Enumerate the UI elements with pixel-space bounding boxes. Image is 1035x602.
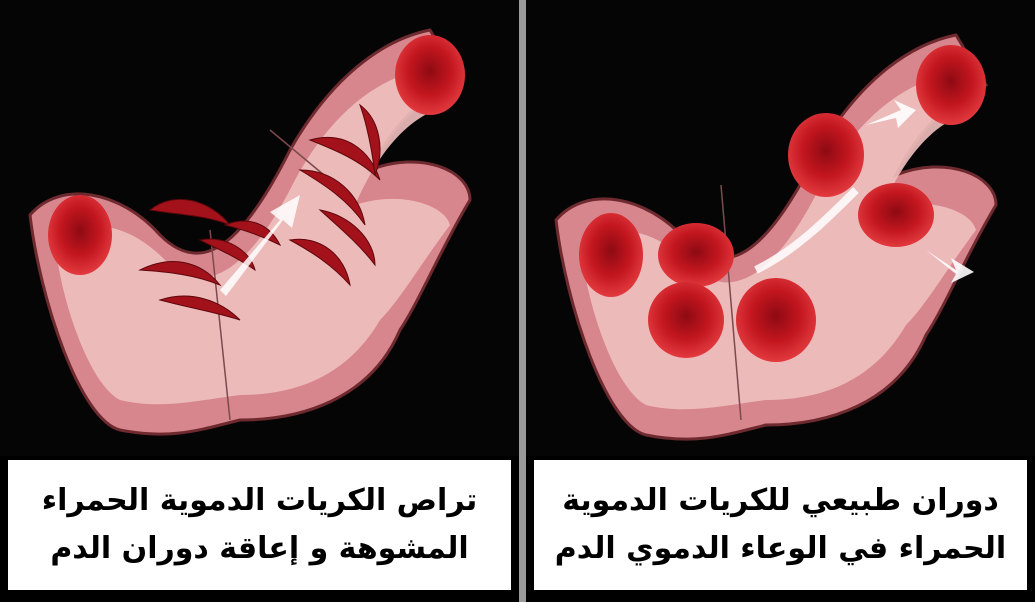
- red-blood-cell: [736, 278, 816, 362]
- red-blood-cell: [579, 213, 643, 297]
- caption-line: تراص الكريات الدموية الحمراء: [8, 477, 511, 525]
- caption-line: المشوهة و إعاقة دوران الدم: [8, 525, 511, 573]
- normal-vessel-illustration: [526, 0, 1035, 460]
- red-blood-cell: [858, 183, 934, 247]
- sickle-vessel-illustration: [0, 0, 519, 460]
- caption-line: الحمراء في الوعاء الدموي الدم: [534, 525, 1027, 573]
- red-blood-cell: [648, 282, 724, 358]
- caption-box: تراص الكريات الدموية الحمراء المشوهة و إ…: [8, 460, 511, 590]
- red-blood-cell: [916, 45, 986, 125]
- normal-flow-panel: دوران طبيعي للكريات الدموية الحمراء في ا…: [526, 0, 1035, 602]
- red-blood-cell: [658, 223, 734, 287]
- sickle-cell-panel: تراص الكريات الدموية الحمراء المشوهة و إ…: [0, 0, 519, 602]
- caption-line: دوران طبيعي للكريات الدموية: [534, 477, 1027, 525]
- caption-area: دوران طبيعي للكريات الدموية الحمراء في ا…: [526, 456, 1035, 602]
- sickle-cell: [150, 199, 230, 225]
- caption-area: تراص الكريات الدموية الحمراء المشوهة و إ…: [0, 456, 519, 602]
- red-blood-cell: [395, 35, 465, 115]
- red-blood-cell: [48, 195, 112, 275]
- caption-box: دوران طبيعي للكريات الدموية الحمراء في ا…: [534, 460, 1027, 590]
- red-blood-cell: [788, 113, 864, 197]
- panel-divider: [519, 0, 526, 602]
